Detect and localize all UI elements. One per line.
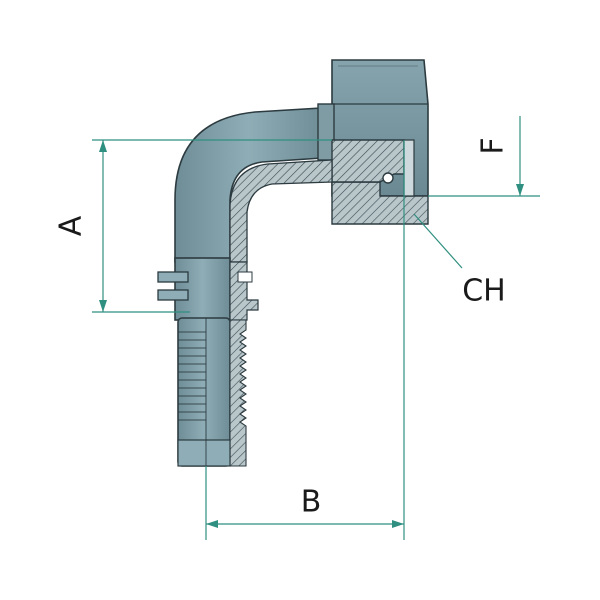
label-f: F — [476, 137, 511, 154]
label-b: B — [301, 485, 322, 520]
dimension-lines — [92, 116, 540, 540]
dimension-arrows — [99, 140, 524, 528]
dim-b-arrow-left — [206, 520, 218, 528]
o-ring — [382, 172, 394, 184]
dim-a-arrow-top — [99, 140, 107, 152]
hose-tail — [177, 317, 247, 467]
nut-section — [331, 139, 429, 225]
dim-f-arrow — [516, 184, 524, 196]
ch-leader — [413, 213, 463, 269]
stem — [157, 257, 259, 321]
dim-a-arrow-bottom — [99, 300, 107, 312]
label-ch: CH — [462, 274, 506, 309]
elbow-body — [174, 107, 323, 263]
dim-b-arrow-right — [392, 520, 404, 528]
elbow-section — [229, 159, 333, 263]
label-a: A — [54, 215, 89, 236]
